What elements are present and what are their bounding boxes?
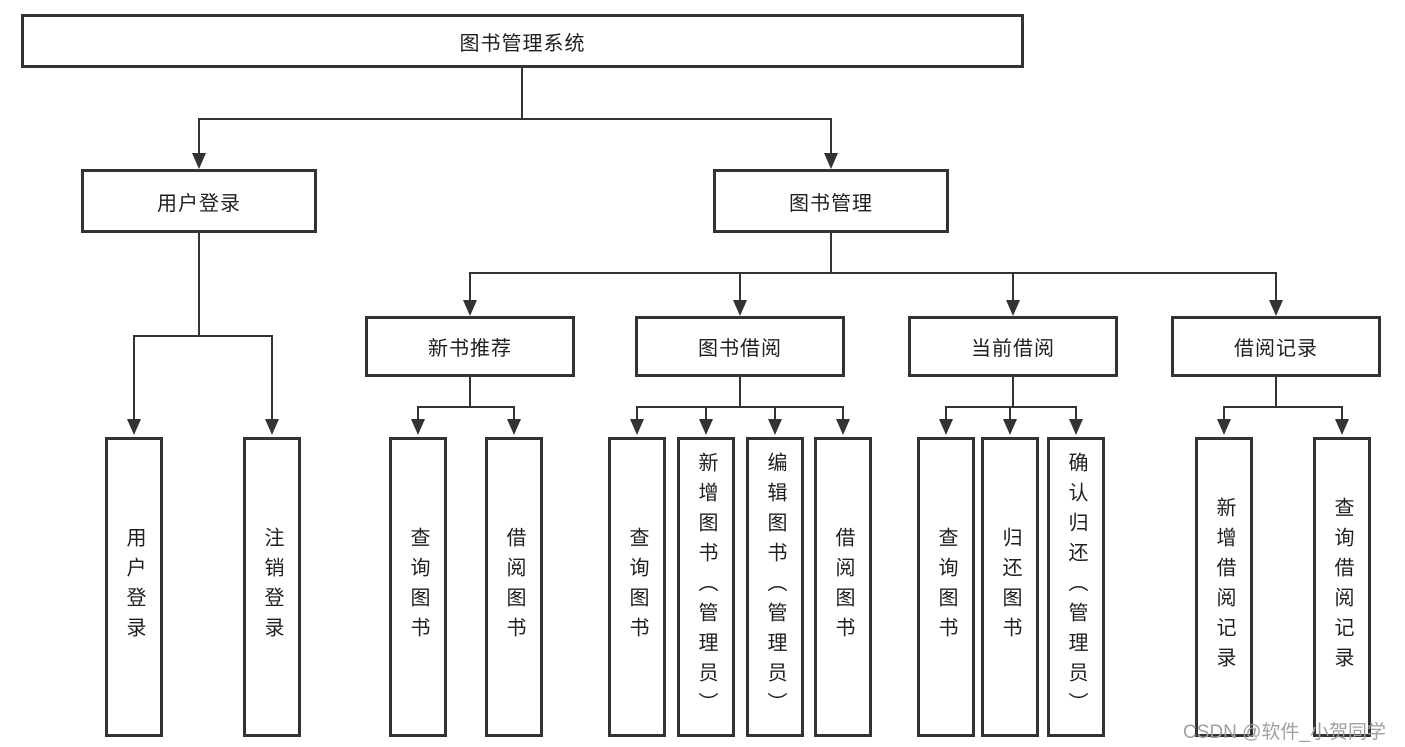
connector-root-split [198, 118, 832, 120]
node-new-book-recommend-label: 新书推荐 [428, 338, 512, 360]
node-book-borrowing: 图书借阅 [635, 316, 845, 377]
node-root-label: 图书管理系统 [459, 32, 586, 55]
leaf-user-login-label: 用户登录 [123, 527, 145, 647]
connector-drop-borrowing-records [1275, 273, 1277, 302]
connector-drop-current-borrowing [1012, 273, 1014, 302]
leaf-add-borrow-record: 新增借阅记录 [1195, 437, 1253, 737]
leaf-edit-books-admin-label: 编辑图书（管理员） [764, 452, 786, 722]
node-user-login: 用户登录 [81, 169, 317, 233]
leaf-add-books-admin: 新增图书（管理员） [677, 437, 735, 737]
leaf-confirm-return-admin-label: 确认归还（管理员） [1065, 452, 1087, 722]
connector-drop-leaf [417, 407, 419, 421]
connector-new-book-trunk [469, 377, 471, 408]
arrowhead-leaf [1069, 419, 1083, 435]
connector-drop-leaf [1075, 407, 1077, 421]
node-user-login-label: 用户登录 [157, 192, 241, 215]
connector-drop-leaf [636, 407, 638, 421]
leaf-borrow-books: 借阅图书 [814, 437, 872, 737]
connector-drop-book-borrowing [739, 273, 741, 302]
arrowhead-borrowing-records [1269, 300, 1283, 316]
connector-book-borrowing-trunk [739, 377, 741, 408]
arrowhead-new-book-recommend [463, 300, 477, 316]
leaf-query-books-recommend: 查询图书 [389, 437, 447, 737]
arrowhead-leaf-login [127, 419, 141, 435]
leaf-query-books-current: 查询图书 [917, 437, 975, 737]
arrowhead-leaf [411, 419, 425, 435]
node-borrowing-records-label: 借阅记录 [1234, 338, 1318, 360]
leaf-edit-books-admin: 编辑图书（管理员） [746, 437, 804, 737]
connector-book-management-trunk [830, 233, 832, 274]
leaf-confirm-return-admin: 确认归还（管理员） [1047, 437, 1105, 737]
leaf-query-books-borrowing: 查询图书 [608, 437, 666, 737]
connector-drop-leaf [1009, 407, 1011, 421]
arrowhead-leaf [1335, 419, 1349, 435]
leaf-borrow-books-recommend: 借阅图书 [485, 437, 543, 737]
connector-drop-leaf [1341, 407, 1343, 421]
arrowhead-leaf [630, 419, 644, 435]
connector-drop-user-login [198, 119, 200, 155]
leaf-logout-label: 注销登录 [261, 527, 283, 647]
arrowhead-leaf [939, 419, 953, 435]
leaf-add-books-admin-label: 新增图书（管理员） [695, 452, 717, 722]
connector-drop-leaf [513, 407, 515, 421]
connector-user-login-trunk [198, 233, 200, 336]
node-borrowing-records: 借阅记录 [1171, 316, 1381, 377]
connector-drop-leaf-logout [271, 336, 273, 421]
arrowhead-leaf [836, 419, 850, 435]
node-book-management-label: 图书管理 [789, 192, 873, 215]
connector-drop-leaf [842, 407, 844, 421]
leaf-add-borrow-record-label: 新增借阅记录 [1213, 497, 1235, 677]
arrowhead-book-management [824, 153, 838, 169]
connector-book-borrowing-split [636, 406, 844, 408]
arrowhead-leaf [1003, 419, 1017, 435]
leaf-query-borrow-record: 查询借阅记录 [1313, 437, 1371, 737]
arrowhead-leaf [1217, 419, 1231, 435]
node-new-book-recommend: 新书推荐 [365, 316, 575, 377]
node-book-borrowing-label: 图书借阅 [698, 338, 782, 360]
connector-user-login-split [133, 335, 273, 337]
connector-drop-leaf [945, 407, 947, 421]
node-current-borrowing-label: 当前借阅 [971, 338, 1055, 360]
connector-drop-leaf [774, 407, 776, 421]
leaf-logout: 注销登录 [243, 437, 301, 737]
connector-drop-leaf [705, 407, 707, 421]
arrowhead-leaf-logout [265, 419, 279, 435]
arrowhead-user-login [192, 153, 206, 169]
connector-new-book-split [417, 406, 515, 408]
connector-borrowing-records-trunk [1275, 377, 1277, 408]
csdn-watermark: CSDN @软件_小贺同学 [1183, 722, 1386, 743]
connector-borrowing-records-split [1223, 406, 1343, 408]
leaf-query-borrow-record-label: 查询借阅记录 [1331, 497, 1353, 677]
leaf-borrow-books-label: 借阅图书 [832, 527, 854, 647]
arrowhead-leaf [507, 419, 521, 435]
leaf-query-books-current-label: 查询图书 [935, 527, 957, 647]
leaf-query-books-recommend-label: 查询图书 [407, 527, 429, 647]
connector-drop-new-book-recommend [469, 273, 471, 302]
arrowhead-book-borrowing [733, 300, 747, 316]
node-book-management: 图书管理 [713, 169, 949, 233]
arrowhead-leaf [699, 419, 713, 435]
arrowhead-current-borrowing [1006, 300, 1020, 316]
arrowhead-leaf [768, 419, 782, 435]
connector-root-trunk [521, 66, 523, 119]
leaf-user-login: 用户登录 [105, 437, 163, 737]
leaf-return-books: 归还图书 [981, 437, 1039, 737]
leaf-query-books-borrowing-label: 查询图书 [626, 527, 648, 647]
connector-current-borrowing-trunk [1012, 377, 1014, 408]
node-current-borrowing: 当前借阅 [908, 316, 1118, 377]
connector-drop-book-management [830, 119, 832, 155]
connector-book-management-split [469, 272, 1277, 274]
connector-current-borrowing-split [945, 406, 1077, 408]
connector-drop-leaf [1223, 407, 1225, 421]
leaf-return-books-label: 归还图书 [999, 527, 1021, 647]
leaf-borrow-books-recommend-label: 借阅图书 [503, 527, 525, 647]
connector-drop-leaf-login [133, 336, 135, 421]
node-root: 图书管理系统 [21, 14, 1024, 68]
